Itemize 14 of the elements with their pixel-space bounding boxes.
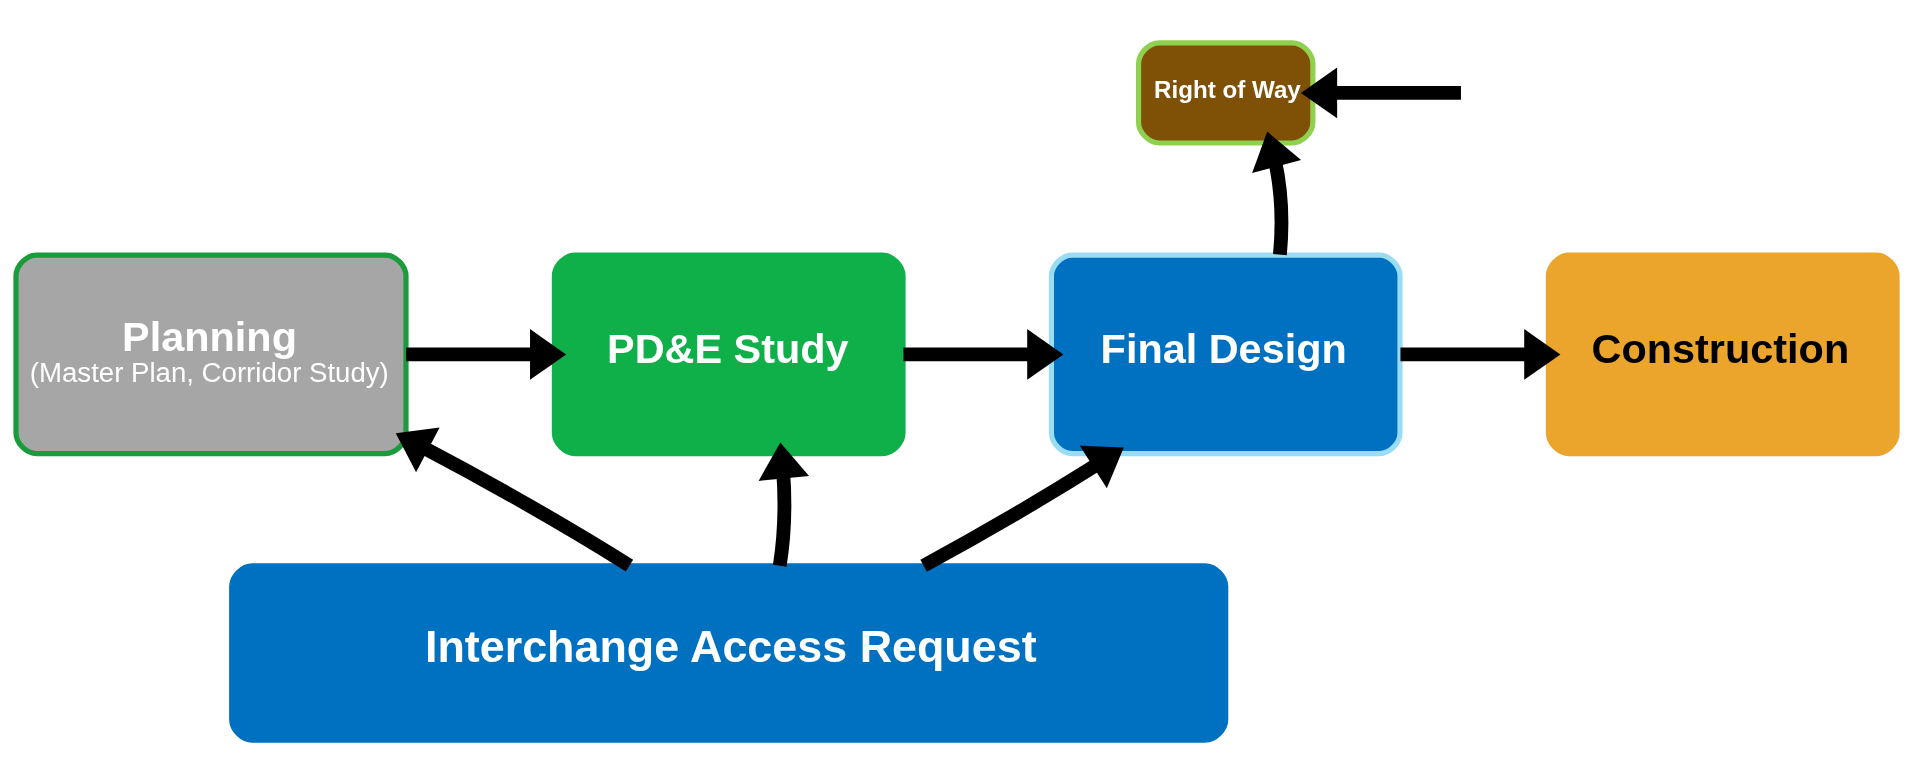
node-box: Construction — [1545, 252, 1900, 457]
arrow — [1252, 131, 1302, 256]
arrow — [920, 445, 1124, 572]
arrow — [1400, 329, 1561, 380]
arrow — [395, 427, 634, 572]
arrow — [406, 329, 567, 380]
node-box: Final Design — [1048, 252, 1403, 457]
arrow — [1300, 67, 1461, 119]
arrow — [903, 329, 1064, 380]
node-box: Right of Way — [1135, 40, 1316, 146]
node-box: PD&E Study — [551, 252, 906, 457]
arrow — [758, 442, 810, 567]
node-box: Interchange Access Request — [229, 563, 1229, 743]
node-box: Planning (Master Plan, Corridor Study) — [13, 252, 409, 457]
